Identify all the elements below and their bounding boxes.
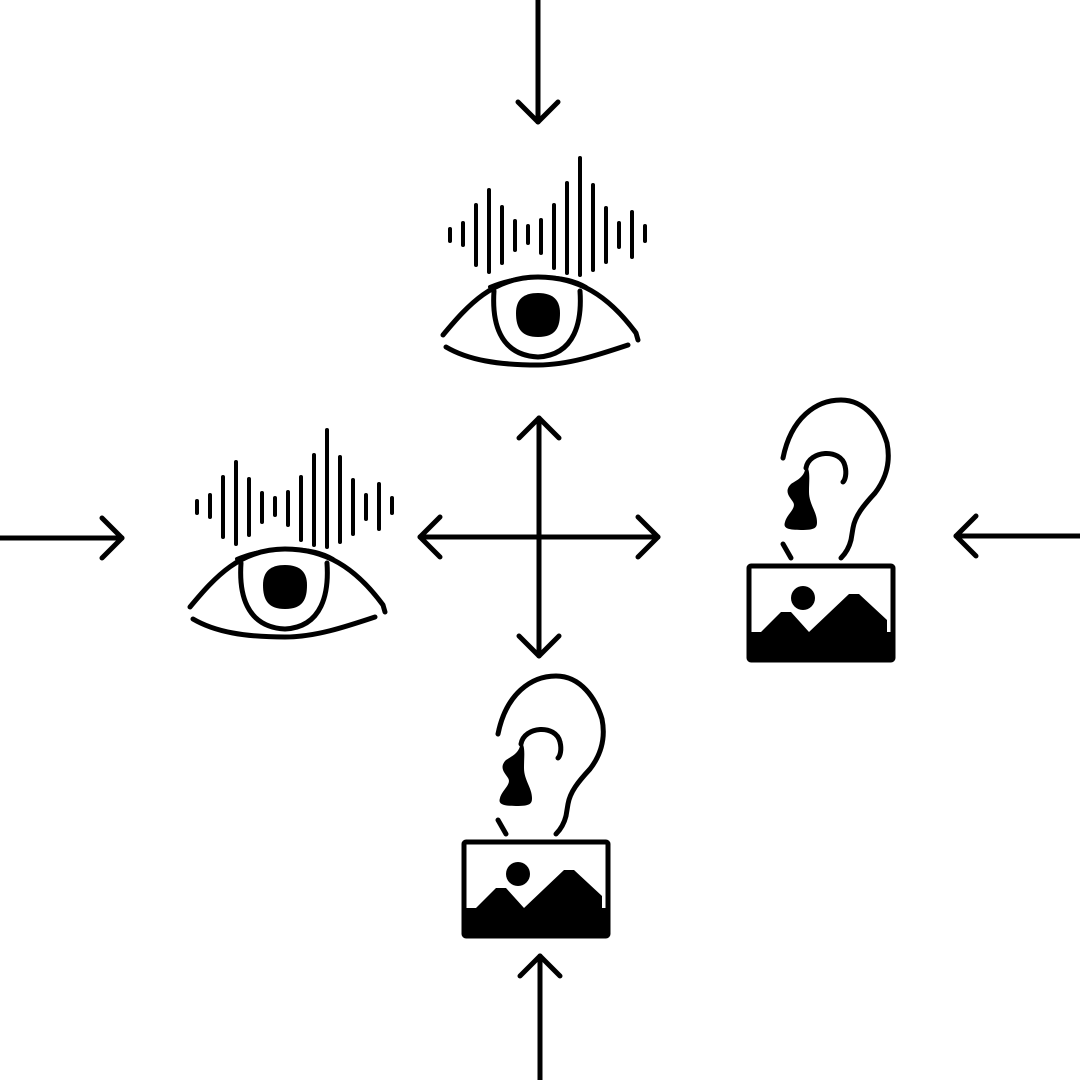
ear-over-image-icon <box>749 400 893 660</box>
four-way-arrow-icon <box>417 415 661 659</box>
eye-with-sound-waves-icon <box>443 158 645 365</box>
arrow-from-right <box>953 513 1080 559</box>
arrow-from-bottom <box>517 953 563 1080</box>
arrow-from-left <box>0 515 125 561</box>
eye-with-sound-waves-icon <box>190 430 392 637</box>
arrow-from-top <box>515 0 561 125</box>
ear-over-image-icon <box>464 676 608 936</box>
